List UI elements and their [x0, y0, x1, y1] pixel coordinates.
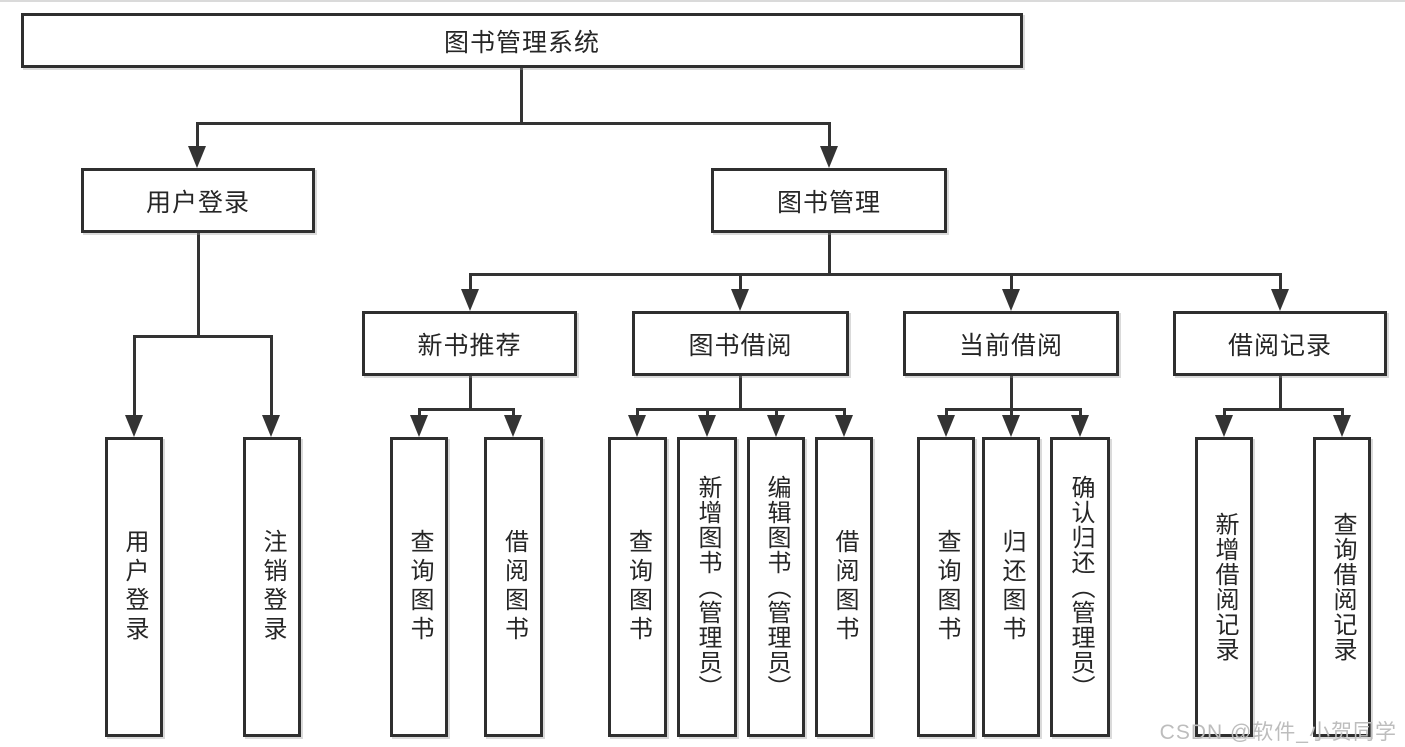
connector-line: [270, 335, 273, 421]
leaf-bb-borrow-books: 借阅图书: [815, 437, 873, 737]
arrow-down-icon: [1271, 289, 1289, 311]
node-current-borrow: 当前借阅: [903, 311, 1119, 376]
connector-line: [739, 273, 742, 293]
leaf-br-add-record: 新增借阅记录: [1195, 437, 1253, 737]
arrow-down-icon: [461, 289, 479, 311]
leaf-cb-query-books: 查询图书: [917, 437, 975, 737]
csdn-watermark: CSDN @软件_小贺同学: [1159, 721, 1397, 744]
connector-line: [1223, 408, 1344, 411]
connector-line: [945, 408, 1082, 411]
connector-line: [636, 408, 639, 420]
connector-line: [418, 408, 421, 420]
connector-line: [945, 408, 948, 420]
connector-line: [1010, 376, 1013, 409]
leaf-bb-query-books: 查询图书: [608, 437, 667, 737]
leaf-logout: 注销登录: [243, 437, 301, 737]
connector-line: [133, 335, 136, 421]
connector-line: [1341, 408, 1344, 420]
connector-line: [843, 408, 846, 420]
connector-line: [1010, 273, 1013, 293]
arrow-down-icon: [188, 146, 206, 168]
arrow-down-icon: [767, 415, 785, 437]
arrow-down-icon: [698, 415, 716, 437]
leaf-cb-confirm-return-admin: 确认归还（管理员）: [1050, 437, 1110, 737]
connector-line: [196, 122, 831, 125]
arrow-down-icon: [410, 415, 428, 437]
arrow-down-icon: [262, 415, 280, 437]
connector-line: [636, 408, 846, 411]
arrow-down-icon: [628, 415, 646, 437]
screenshot-top-edge: [0, 0, 1405, 2]
connector-line: [512, 408, 515, 420]
arrow-down-icon: [1002, 415, 1020, 437]
connector-line: [418, 408, 515, 411]
node-root: 图书管理系统: [21, 13, 1023, 68]
leaf-bb-edit-books-admin: 编辑图书（管理员）: [747, 437, 805, 737]
arrow-down-icon: [1215, 415, 1233, 437]
connector-line: [1279, 376, 1282, 409]
connector-line: [1223, 408, 1226, 420]
connector-line: [775, 408, 778, 420]
connector-line: [1010, 408, 1013, 420]
connector-line: [133, 335, 273, 338]
connector-line: [469, 273, 1282, 276]
node-book-management: 图书管理: [711, 168, 947, 233]
connector-line: [739, 376, 742, 409]
connector-line: [1079, 408, 1082, 420]
connector-line: [828, 122, 831, 150]
connector-line: [520, 68, 523, 123]
node-book-borrow: 图书借阅: [632, 311, 849, 376]
arrow-down-icon: [504, 415, 522, 437]
leaf-cb-return-books: 归还图书: [982, 437, 1040, 737]
arrow-down-icon: [125, 415, 143, 437]
connector-line: [469, 376, 472, 409]
arrow-down-icon: [731, 289, 749, 311]
leaf-bb-add-books-admin: 新增图书（管理员）: [677, 437, 737, 737]
connector-line: [196, 122, 199, 150]
arrow-down-icon: [1333, 415, 1351, 437]
node-user-login: 用户登录: [81, 168, 315, 233]
arrow-down-icon: [835, 415, 853, 437]
connector-line: [469, 273, 472, 293]
connector-line: [1279, 273, 1282, 293]
arrow-down-icon: [1002, 289, 1020, 311]
leaf-br-query-record: 查询借阅记录: [1313, 437, 1371, 737]
leaf-nb-query-books: 查询图书: [390, 437, 448, 737]
leaf-user-login: 用户登录: [105, 437, 163, 737]
node-borrow-records: 借阅记录: [1173, 311, 1387, 376]
connector-line: [197, 233, 200, 336]
connector-line: [828, 233, 831, 274]
leaf-nb-borrow-books: 借阅图书: [484, 437, 543, 737]
arrow-down-icon: [937, 415, 955, 437]
node-new-book-recommend: 新书推荐: [362, 311, 577, 376]
arrow-down-icon: [1071, 415, 1089, 437]
arrow-down-icon: [820, 146, 838, 168]
connector-line: [706, 408, 709, 420]
